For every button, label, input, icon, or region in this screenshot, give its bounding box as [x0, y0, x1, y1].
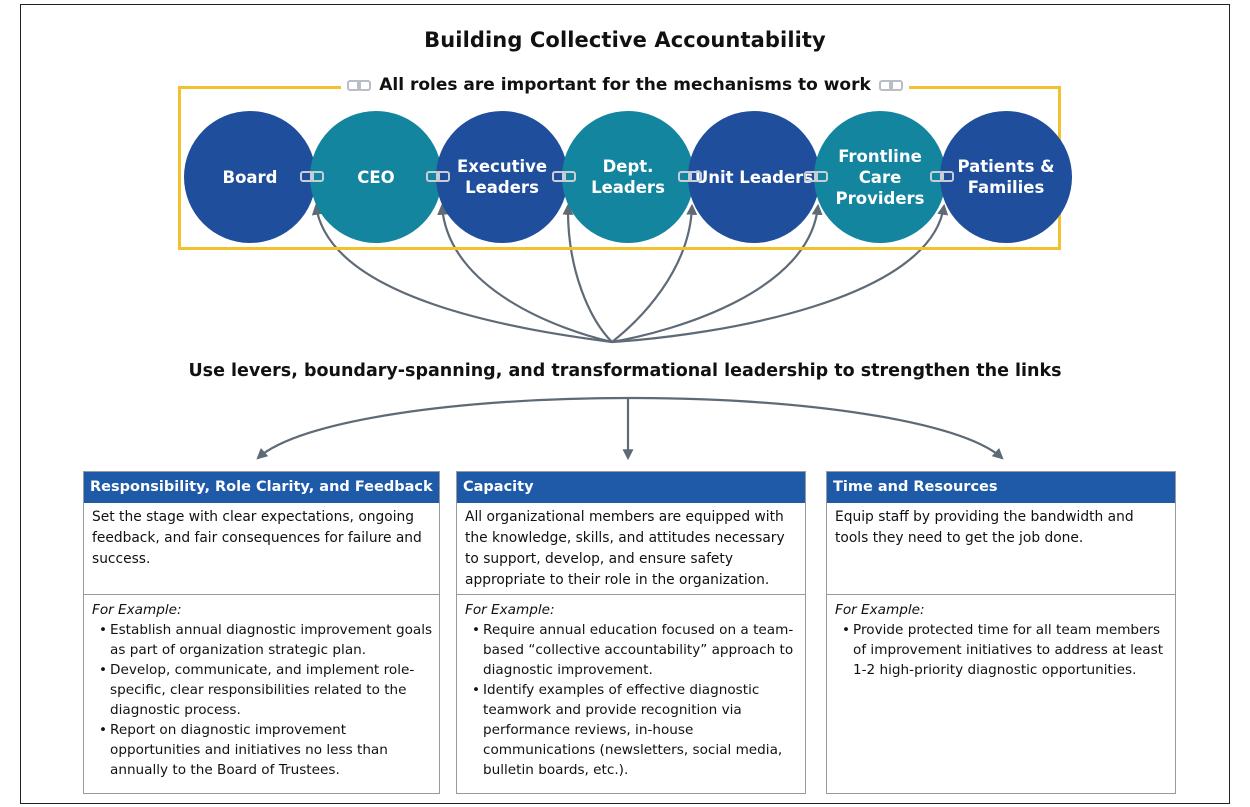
role-executive-leaders: Executive Leaders [436, 111, 568, 243]
card-header: Capacity [457, 472, 805, 503]
card-header: Responsibility, Role Clarity, and Feedba… [84, 472, 439, 503]
arrow-to-card-left [256, 396, 629, 460]
card-examples: For Example: Provide protected time for … [827, 595, 1175, 680]
role-ceo: CEO [310, 111, 442, 243]
arrow-to-frontline [611, 203, 823, 344]
example-label: For Example: [92, 602, 182, 618]
card-description: Equip staff by providing the bandwidth a… [827, 503, 1175, 595]
arrow-to-unit [611, 203, 698, 343]
list-item: Identify examples of effective diagnosti… [467, 680, 799, 780]
list-item: Establish annual diagnostic improvement … [94, 620, 433, 660]
card-examples: For Example: Require annual education fo… [457, 595, 805, 780]
chain-link-icon [878, 79, 903, 91]
card-examples: For Example: Establish annual diagnostic… [84, 595, 439, 780]
arrow-to-card-right [627, 396, 1004, 460]
role-dept-leaders: Dept. Leaders [562, 111, 694, 243]
example-label: For Example: [465, 602, 555, 618]
role-label: Executive Leaders [456, 157, 548, 197]
list-item: Provide protected time for all team memb… [837, 620, 1169, 680]
roles-subtitle: All roles are important for the mechanis… [379, 75, 871, 95]
arrow-to-ceo [311, 203, 613, 344]
chain-link-icon [678, 171, 702, 182]
card-header: Time and Resources [827, 472, 1175, 503]
role-label: Patients & Families [957, 157, 1055, 197]
roles-subtitle-row: All roles are important for the mechanis… [0, 75, 1250, 97]
card-capacity: Capacity All organizational members are … [456, 471, 806, 794]
arrow-to-executive [437, 203, 613, 344]
role-label: Unit Leaders [694, 167, 814, 187]
chain-link-icon [552, 171, 576, 182]
role-unit-leaders: Unit Leaders [688, 111, 820, 243]
arrow-to-dept [562, 203, 613, 343]
card-time-resources: Time and Resources Equip staff by provid… [826, 471, 1176, 794]
card-responsibility: Responsibility, Role Clarity, and Feedba… [83, 471, 440, 794]
list-item: Require annual education focused on a te… [467, 620, 799, 680]
example-label: For Example: [835, 602, 925, 618]
role-label: Frontline Care Providers [835, 146, 925, 208]
role-patients-families: Patients & Families [940, 111, 1072, 243]
card-description: Set the stage with clear expectations, o… [84, 503, 439, 595]
chain-link-icon [804, 171, 828, 182]
role-board: Board [184, 111, 316, 243]
card-description: All organizational members are equipped … [457, 503, 805, 595]
chain-link-icon [930, 171, 954, 182]
list-item: Report on diagnostic improvement opportu… [94, 720, 433, 780]
role-frontline-care-providers: Frontline Care Providers [814, 111, 946, 243]
role-label: CEO [357, 167, 395, 187]
role-label: Board [222, 167, 278, 187]
list-item: Develop, communicate, and implement role… [94, 660, 433, 720]
chain-link-icon [347, 79, 372, 91]
page-title: Building Collective Accountability [424, 28, 826, 52]
chain-link-icon [300, 171, 324, 182]
chain-link-icon [426, 171, 450, 182]
levers-heading: Use levers, boundary-spanning, and trans… [188, 361, 1062, 381]
role-label: Dept. Leaders [591, 157, 665, 197]
arrow-to-patients [611, 203, 949, 344]
